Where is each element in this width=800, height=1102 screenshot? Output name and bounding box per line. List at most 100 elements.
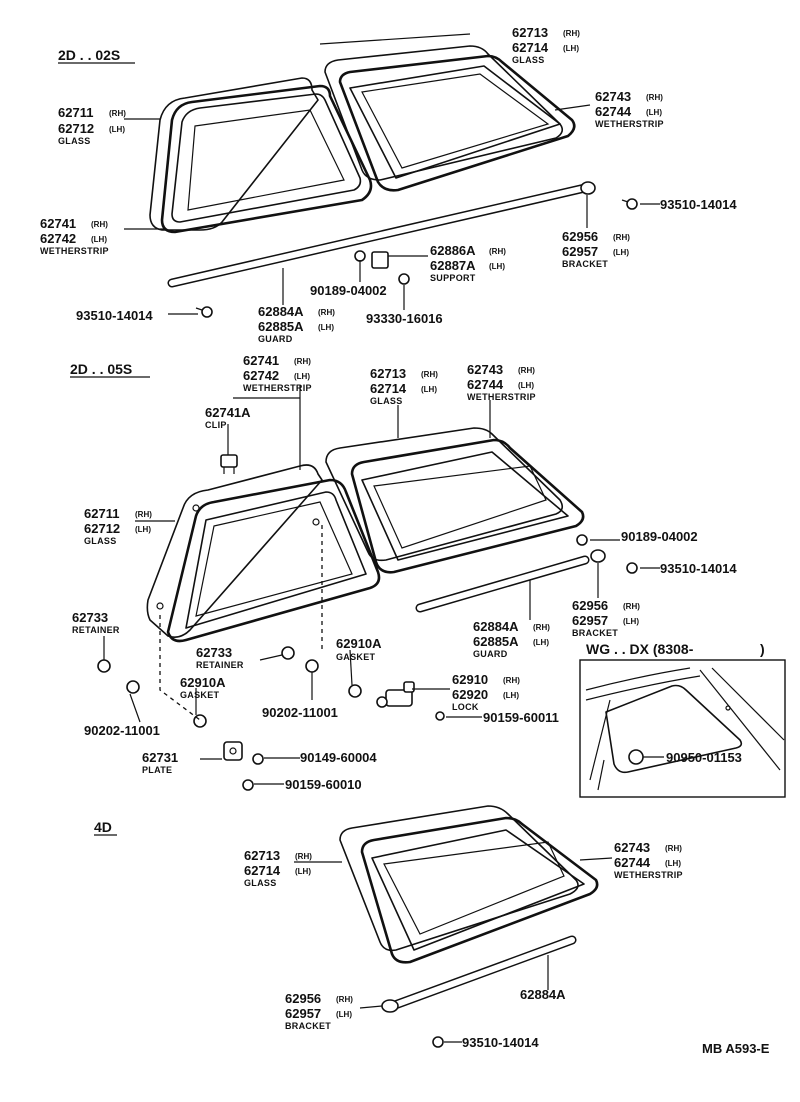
part-description: PLATE (142, 765, 172, 775)
suffix-lh: (LH) (646, 108, 662, 117)
part-number: 62741 (243, 353, 279, 368)
part-description: WETHERSTRIP (467, 392, 536, 402)
clip-hole-icon (192, 504, 200, 512)
part-description: RETAINER (196, 660, 244, 670)
part-number: 93510-14014 (76, 308, 153, 323)
suffix-rh: (RH) (533, 623, 550, 632)
part-number: 62742 (40, 231, 76, 246)
wetherstrip-outer (338, 54, 576, 192)
part-number: 62743 (467, 362, 503, 377)
part-number: 62884A (520, 987, 566, 1002)
bolt-icon (432, 1036, 444, 1048)
leader-line (554, 104, 591, 111)
leader-line (259, 654, 283, 661)
suffix-rh: (RH) (489, 247, 506, 256)
part-number: 90950-01153 (666, 750, 742, 765)
body-line (585, 675, 701, 701)
part-number: 62956 (572, 598, 608, 613)
glass-pane (383, 841, 565, 935)
part-description: WETHERSTRIP (595, 119, 664, 129)
wetherstrip-inner (349, 65, 561, 179)
section-heading-2d-05s: 2D . . 05S (70, 361, 132, 377)
part-number: 90189-04002 (621, 529, 698, 544)
part-number: 62920 (452, 687, 488, 702)
glass-pane (373, 465, 547, 549)
screw-icon (242, 779, 254, 791)
part-description: WETHERSTRIP (40, 246, 109, 256)
part-number: 62744 (467, 377, 504, 392)
screw-icon (348, 684, 362, 698)
part-number: 62712 (58, 121, 94, 136)
guard-rod (415, 549, 606, 613)
part-description: RETAINER (72, 625, 120, 635)
clip-hole-icon (156, 602, 164, 610)
part-number: 62956 (285, 991, 321, 1006)
leader-line (349, 649, 353, 686)
suffix-rh: (RH) (91, 220, 108, 229)
glass-pane (361, 73, 550, 169)
retainer-icon (97, 659, 111, 673)
left-quarter-glass-assembly (146, 464, 381, 643)
clip-icon (628, 749, 644, 765)
part-description: GASKET (180, 690, 220, 700)
part-number: 62956 (562, 229, 598, 244)
guard-rod (167, 181, 596, 288)
part-number: 62741A (205, 405, 251, 420)
part-number: 62711 (84, 506, 119, 521)
part-number: 62731 (142, 750, 178, 765)
part-number: 62711 (58, 105, 93, 120)
guard-rod (381, 935, 577, 1013)
part-description: BRACKET (572, 628, 618, 638)
part-number: 62713 (370, 366, 406, 381)
bolt-icon (195, 198, 638, 318)
part-number: 62712 (84, 521, 120, 536)
suffix-lh: (LH) (665, 859, 681, 868)
wetherstrip-inner (371, 829, 585, 951)
suffix-rh: (RH) (336, 995, 353, 1004)
part-description: GASKET (336, 652, 376, 662)
gasket-icon (305, 659, 319, 673)
part-description: SUPPORT (430, 273, 476, 283)
suffix-rh: (RH) (294, 357, 311, 366)
part-number: 90149-60004 (300, 750, 377, 765)
suffix-lh: (LH) (91, 235, 107, 244)
wetherstrip-outer (360, 816, 599, 964)
section-2d-05s: 2D . . 05S (70, 353, 737, 792)
part-number: 62957 (285, 1006, 321, 1021)
part-number: 62910 (452, 672, 488, 687)
suffix-lh: (LH) (489, 262, 505, 271)
suffix-rh: (RH) (665, 844, 682, 853)
suffix-rh: (RH) (518, 366, 535, 375)
part-description: BRACKET (562, 259, 608, 269)
bolt-icon (435, 711, 445, 721)
suffix-rh: (RH) (318, 308, 335, 317)
retainer-icon (281, 646, 295, 660)
part-number: 90202-11001 (262, 705, 338, 720)
section-heading-4d: 4D (94, 819, 112, 835)
wetherstrip-outer (350, 438, 585, 574)
part-description: CLIP (205, 420, 227, 430)
suffix-rh: (RH) (109, 109, 126, 118)
bolt-icon (626, 562, 638, 574)
suffix-lh: (LH) (294, 372, 310, 381)
part-number: 62886A (430, 243, 476, 258)
part-number: 93330-16016 (366, 311, 443, 326)
part-description: BRACKET (285, 1021, 331, 1031)
suffix-rh: (RH) (623, 602, 640, 611)
suffix-lh: (LH) (336, 1010, 352, 1019)
part-description: LOCK (452, 702, 479, 712)
quarter-glass-assembly (339, 805, 599, 964)
plate-icon (223, 741, 243, 761)
left-quarter-glass-assembly (149, 77, 373, 234)
inset-heading-close: ) (760, 641, 765, 657)
screw-icon (252, 753, 264, 765)
suffix-lh: (LH) (518, 381, 534, 390)
part-number: 62743 (595, 89, 631, 104)
glass-pane (195, 501, 353, 617)
section-heading-2d-02s: 2D . . 02S (58, 47, 120, 63)
part-number: 90189-04002 (310, 283, 387, 298)
suffix-lh: (LH) (135, 525, 151, 534)
suffix-rh: (RH) (295, 852, 312, 861)
part-number: 62713 (244, 848, 280, 863)
part-number: 93510-14014 (660, 561, 737, 576)
